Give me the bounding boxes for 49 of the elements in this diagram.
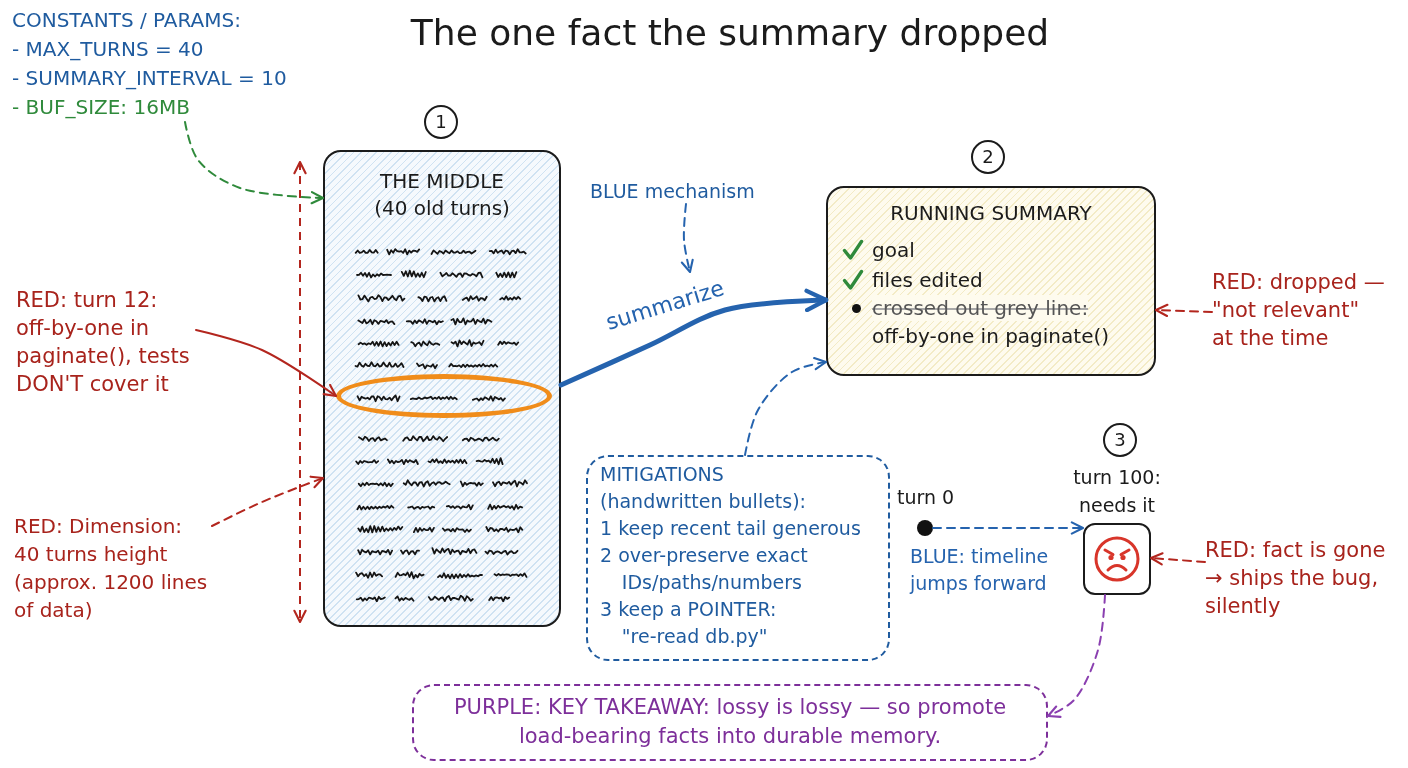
note-heading: CONSTANTS / PARAMS: xyxy=(12,7,241,34)
panel-title: RUNNING SUMMARY xyxy=(890,200,1092,227)
dashed-arrow xyxy=(744,357,828,456)
panel-title: THE MIDDLE xyxy=(380,168,504,195)
document-panel xyxy=(323,150,561,627)
list-item: off-by-one in paginate() xyxy=(872,323,1110,350)
panel-subtitle: (handwritten bullets): xyxy=(600,489,806,514)
note-text: - SUMMARY_INTERVAL = 10 xyxy=(12,65,287,92)
annotation-text: BLUE mechanism xyxy=(590,178,755,204)
callout-circle xyxy=(971,140,1005,174)
list-item: 3 keep a POINTER: "re-read db.py" xyxy=(600,597,778,649)
note-text: - BUF_SIZE: 16MB xyxy=(12,94,190,121)
dashed-arrow xyxy=(211,475,325,527)
dashed-arrow xyxy=(184,121,325,205)
step-caption: turn 100: needs it xyxy=(1072,465,1162,518)
summary-panel xyxy=(826,186,1156,376)
dashed-arrow xyxy=(1149,552,1206,566)
list-item: 2 over-preserve exact IDs/paths/numbers xyxy=(600,543,809,595)
edge-label: BLUE: timeline jumps forward xyxy=(910,544,1050,596)
arrow xyxy=(195,329,338,398)
icon-frame xyxy=(1083,523,1151,595)
dashed-arrow xyxy=(932,521,1085,535)
struck-list-item: crossed out grey line: xyxy=(872,295,1089,321)
list-item: files edited xyxy=(872,267,983,294)
callout-number: 2 xyxy=(982,147,994,167)
dashed-arrow xyxy=(1154,303,1213,318)
note-text: - MAX_TURNS = 40 xyxy=(12,36,204,63)
list-item: 1 keep recent tail generous xyxy=(600,516,861,541)
dashed-note-panel xyxy=(586,455,890,661)
callout-number: 3 xyxy=(1114,430,1126,450)
thick-arrow xyxy=(558,288,829,388)
callout-number: 1 xyxy=(435,112,447,132)
dashed-arrow xyxy=(1046,594,1106,718)
annotation-text: RED: turn 12: off-by-one in paginate(), tests DON'T cover it xyxy=(16,286,196,398)
highlight-ellipse xyxy=(336,374,552,418)
list-item: goal xyxy=(872,237,915,264)
annotation-text: RED: fact is gone → ships the bug, silently xyxy=(1205,536,1401,620)
annotation-text: RED: dropped — "not relevant" at the time xyxy=(1212,268,1385,352)
takeaway-panel xyxy=(412,684,1048,761)
callout-circle xyxy=(424,105,458,139)
diagram-title: The one fact the summary dropped xyxy=(410,12,1050,53)
timeline-dot xyxy=(917,520,933,536)
annotation-text: RED: Dimension: 40 turns height (approx. 1200 lines of data) xyxy=(14,512,212,624)
timeline-label: turn 0 xyxy=(897,485,955,510)
callout-circle xyxy=(1103,423,1137,457)
panel-subtitle: (40 old turns) xyxy=(374,195,510,222)
panel-title: MITIGATIONS xyxy=(600,462,724,487)
dashed-arrow xyxy=(680,203,694,274)
takeaway-text: PURPLE: KEY TAKEAWAY: lossy is lossy — so promote load-bearing facts into durable memory. xyxy=(452,694,1008,750)
